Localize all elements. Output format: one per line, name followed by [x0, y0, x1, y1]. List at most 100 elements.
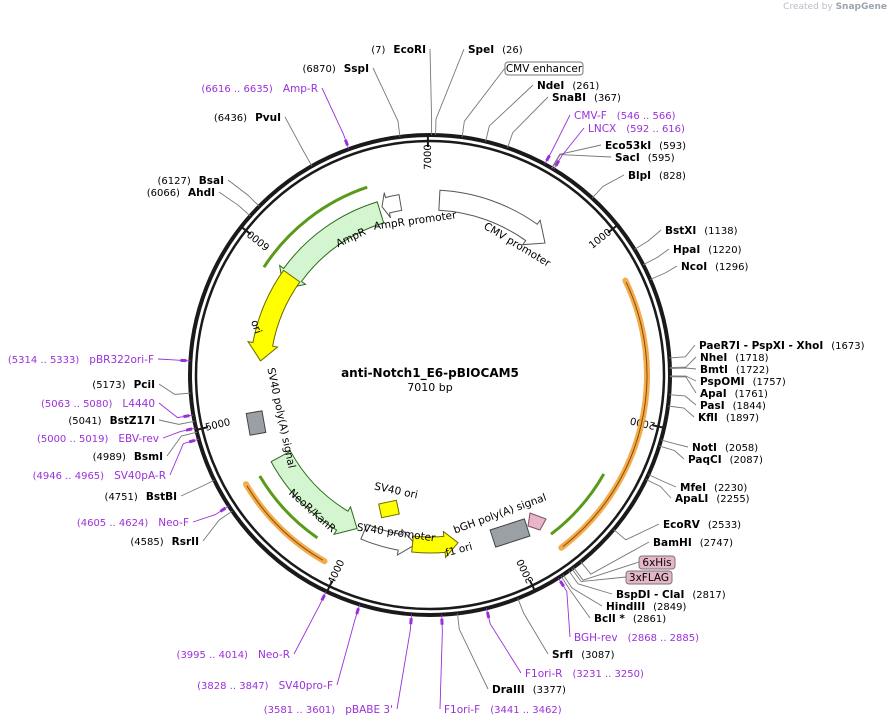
box-label-cmv-enhancer: CMV enhancer: [506, 63, 583, 75]
leader-ecori: [429, 48, 433, 136]
site-name-ahdi: AhdI: [188, 187, 215, 199]
site-name-pasi: PasI: [700, 400, 725, 412]
primer-l4440: (5063 .. 5080)L4440: [41, 398, 155, 410]
box-cmv-enhancer: [504, 61, 584, 76]
leader-apai: [669, 376, 697, 394]
site-name-paer7i-pspxi-xhoi: PaeR7I - PspXI - XhoI: [699, 340, 823, 352]
ampr-green-arc: [262, 185, 368, 268]
site-pos-apai: (1761): [735, 389, 768, 400]
primer-name-neo-f: Neo-F: [158, 517, 189, 529]
site-ndei: NdeI (261): [537, 80, 599, 92]
tick-mark-3000: [528, 579, 536, 592]
snapgene-credit: Created by SnapGene: [783, 2, 887, 12]
site-name-bstxi: BstXI: [665, 225, 696, 237]
leader-draiii: [457, 613, 489, 690]
site-name-bsmi: BsmI: [134, 451, 163, 463]
primer-leader-ebv-rev: [162, 427, 197, 439]
bgh-polya-box: [489, 518, 531, 548]
site-pos-spei: (26): [502, 45, 523, 56]
ori-arrow: [246, 269, 301, 362]
site-name-pcii: PciI: [134, 379, 155, 391]
primer-leader-l4440: [158, 402, 194, 419]
site-name-snabi: SnaBI: [552, 92, 586, 104]
neo-orange-arc-line: [246, 485, 324, 561]
site-apai: ApaI(1761): [700, 388, 768, 400]
primer-leader-pbr322ori-f: [157, 358, 191, 362]
leader-bstbi: [180, 479, 215, 497]
site-name-paqci: PaqCI: [688, 454, 722, 466]
site-pos-ecori: (7): [371, 45, 385, 56]
ampr-promoter-label: AmpR promoter: [373, 209, 458, 233]
ori-label: ori: [248, 319, 264, 336]
site-pos-bstxi: (1138): [704, 226, 737, 237]
leader-bsai: [227, 179, 260, 207]
snapgene-logo: SnapGene: [835, 2, 887, 12]
site-pasi: PasI (1844): [700, 400, 766, 412]
primer-range-bgh-rev: (2868 .. 2885): [628, 633, 700, 644]
primer-name-lncx: LNCX: [588, 123, 616, 135]
leader-pcii: [158, 383, 191, 395]
primer-range-sv40pa-r: (4946 .. 4965): [33, 471, 105, 482]
leader-bstz17i: [158, 419, 195, 425]
leader-saci: [551, 154, 612, 169]
site-pos-bstz17i: (5041): [68, 416, 101, 427]
site-name-ecori: EcoRI: [393, 44, 426, 56]
sv40-ori-label: SV40 ori: [373, 481, 419, 502]
sv40-ori-box: [378, 499, 400, 519]
site-name-kfli: KflI: [698, 412, 718, 424]
site-name-ecorv: EcoRV: [663, 519, 701, 531]
site-bstbi: (4751)BstBI: [105, 491, 177, 503]
primer-name-sv40pa-r: SV40pA-R: [114, 470, 166, 482]
site-pos-mfei: (2230): [714, 483, 747, 494]
site-blpi: BlpI(828): [628, 170, 686, 182]
primer-leader-cmv-f: [544, 114, 571, 165]
leader-sspi: [372, 67, 401, 137]
plasmid-length: 7010 bp: [407, 381, 452, 394]
site-name-pvui: PvuI: [255, 112, 281, 124]
primer-name-cmv-f: CMV-F: [574, 110, 607, 122]
sv40-polya-box: [245, 410, 267, 436]
site-snabi: SnaBI(367): [552, 92, 621, 104]
site-ecorv: EcoRV (2533): [663, 519, 741, 531]
primer-name-sv40pro-f: SV40pro-F: [279, 680, 333, 692]
primer-cmv-f: CMV-F (546 .. 566): [574, 110, 676, 122]
site-pos-hpai: (1220): [708, 245, 741, 256]
site-pos-pasi: (1844): [733, 401, 766, 412]
primer-leader-f1ori-f: [439, 614, 443, 710]
tick-label-3000: 3000: [515, 557, 536, 585]
primer-leader-lncx: [553, 127, 585, 170]
site-name-bmti: BmtI: [700, 364, 728, 376]
leader-bstxi: [634, 229, 662, 250]
primer-name-pbr322ori-f: pBR322ori-F: [89, 354, 154, 366]
site-pos-pvui: (6436): [214, 113, 247, 124]
primer-range-pbabe-3: (3581 .. 3601): [264, 705, 336, 716]
primer-leader-f1ori-r: [486, 608, 522, 674]
site-bstz17i: (5041)BstZ17I: [68, 415, 155, 427]
primer-pbabe-3: (3581 .. 3601)pBABE 3': [264, 704, 393, 716]
site-pos-saci: (595): [648, 153, 675, 164]
site-bsai: (6127)BsaI: [157, 175, 224, 187]
site-name-eco53ki: Eco53kI: [605, 140, 651, 152]
insert-green-arc: [550, 473, 606, 536]
site-bcli: BclI *(2861): [594, 613, 666, 625]
site-pos-noti: (2058): [725, 443, 758, 454]
primer-amp-r: (6616 .. 6635)Amp-R: [201, 83, 318, 95]
tick-label-6000: 6000: [245, 228, 272, 252]
cmv-promoter-arrow: [438, 189, 546, 246]
primer-name-f1ori-f: F1ori-F: [444, 704, 480, 716]
box-leader-6xhis: [573, 561, 640, 581]
site-name-ndei: NdeI: [537, 80, 564, 92]
leader-bspdi-clai: [568, 570, 613, 595]
leader-paer7i-pspxi-xhoi: [669, 344, 696, 359]
primer-range-cmv-f: (546 .. 566): [617, 111, 676, 122]
site-name-draiii: DraIII: [492, 684, 525, 696]
primer-range-ebv-rev: (5000 .. 5019): [37, 434, 109, 445]
site-pos-ecorv: (2533): [708, 520, 741, 531]
site-ahdi: (6066)AhdI: [147, 187, 215, 199]
primer-range-f1ori-f: (3441 .. 3462): [490, 705, 562, 716]
site-pos-ndei: (261): [572, 81, 599, 92]
leader-rsrii: [202, 510, 233, 542]
primer-range-neo-f: (4605 .. 4624): [77, 518, 149, 529]
leader-ndei: [485, 84, 534, 142]
